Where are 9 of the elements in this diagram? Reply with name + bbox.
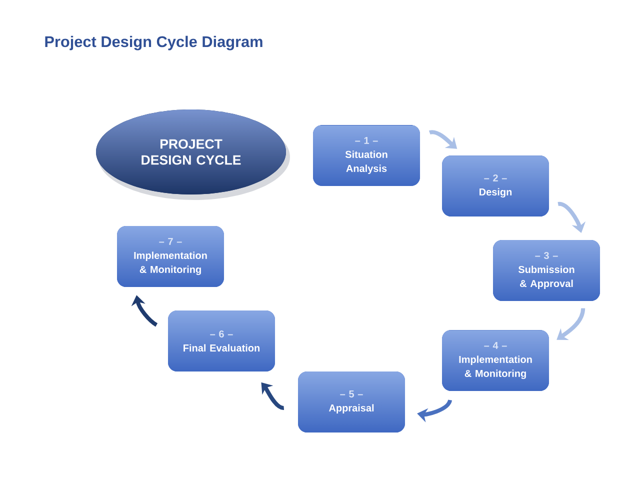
step-box: – 6 – Final Evaluation — [168, 310, 275, 372]
step-box: – 3 – Submission & Approval — [493, 240, 600, 301]
step-box: – 4 – Implementation & Monitoring — [442, 330, 549, 391]
step-box: – 5 – Appraisal — [298, 372, 405, 432]
diagram-title: Project Design Cycle Diagram — [45, 36, 262, 50]
step-box: – 2 – Design — [442, 156, 549, 216]
step-box: – 7 – Implementation & Monitoring — [117, 226, 224, 287]
step-box: – 1 – Situation Analysis — [313, 125, 420, 186]
curved-arrow — [556, 308, 586, 340]
